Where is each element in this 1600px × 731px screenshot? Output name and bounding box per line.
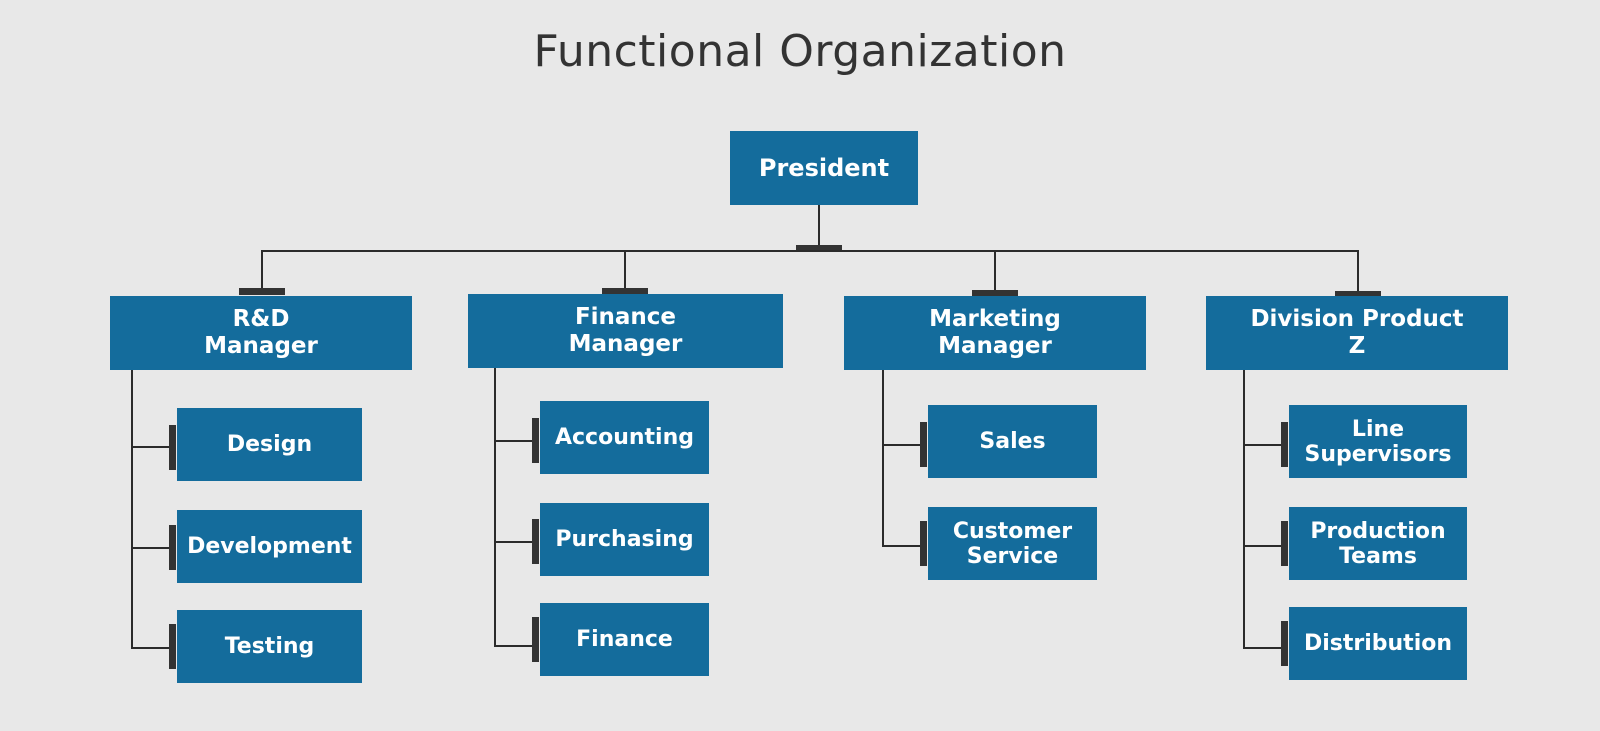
connector-drop-rnd <box>261 250 263 290</box>
connector-tab-division <box>1335 291 1381 298</box>
node-label: Customer Service <box>952 518 1073 569</box>
node-division-product-z: Division Product Z <box>1206 296 1508 370</box>
node-label: Development <box>187 534 352 559</box>
connector-president-trunk <box>818 205 820 250</box>
node-label: Finance Manager <box>568 304 683 357</box>
node-customer-service: Customer Service <box>928 507 1097 580</box>
connector-tab <box>920 422 927 467</box>
node-label: Distribution <box>1303 631 1453 656</box>
node-label: Marketing Manager <box>929 306 1061 359</box>
node-purchasing: Purchasing <box>540 503 709 576</box>
connector-drop-finance <box>624 250 626 290</box>
node-label: Purchasing <box>555 527 694 552</box>
connector-tab-rnd <box>239 288 285 295</box>
node-finance-manager: Finance Manager <box>468 294 783 368</box>
node-label: Production Teams <box>1310 518 1446 569</box>
node-finance: Finance <box>540 603 709 676</box>
connector-tab <box>1281 621 1288 666</box>
connector-tab-finance <box>602 288 648 295</box>
node-label: Division Product Z <box>1250 306 1464 359</box>
node-label: Line Supervisors <box>1304 416 1452 467</box>
connector-finance-purchasing <box>494 541 534 543</box>
node-president: President <box>730 131 918 205</box>
node-production-teams: Production Teams <box>1289 507 1467 580</box>
node-rnd-manager: R&D Manager <box>110 296 412 370</box>
diagram-title: Functional Organization <box>533 26 1067 77</box>
node-label: President <box>758 153 890 182</box>
connector-division-spine <box>1243 370 1245 648</box>
connector-division-line-supervisors <box>1243 444 1283 446</box>
node-label: Sales <box>979 429 1046 454</box>
node-distribution: Distribution <box>1289 607 1467 680</box>
connector-marketing-spine <box>882 370 884 547</box>
node-label: Finance <box>576 627 673 652</box>
connector-tab <box>1281 521 1288 566</box>
node-line-supervisors: Line Supervisors <box>1289 405 1467 478</box>
connector-horizontal-bar <box>261 250 1359 252</box>
connector-tab-marketing <box>972 290 1018 297</box>
connector-division-production-teams <box>1243 545 1283 547</box>
node-sales: Sales <box>928 405 1097 478</box>
connector-tab <box>920 521 927 566</box>
node-label: Testing <box>224 634 315 659</box>
node-label: R&D Manager <box>204 306 318 359</box>
node-label: Accounting <box>554 425 694 450</box>
connector-drop-marketing <box>994 250 996 290</box>
node-label: Design <box>226 432 313 457</box>
connector-rnd-spine <box>131 370 133 648</box>
connector-marketing-sales <box>882 444 922 446</box>
connector-rnd-design <box>131 446 171 448</box>
node-design: Design <box>177 408 362 481</box>
connector-drop-division <box>1357 250 1359 292</box>
node-testing: Testing <box>177 610 362 683</box>
node-marketing-manager: Marketing Manager <box>844 296 1146 370</box>
connector-tab <box>169 525 176 570</box>
connector-tab <box>1281 422 1288 467</box>
connector-tab <box>532 418 539 463</box>
connector-marketing-customer-service <box>882 545 922 547</box>
connector-finance-spine <box>494 368 496 646</box>
connector-finance-accounting <box>494 440 534 442</box>
connector-division-distribution <box>1243 647 1283 649</box>
connector-tab <box>532 617 539 662</box>
connector-rnd-testing <box>131 647 171 649</box>
node-development: Development <box>177 510 362 583</box>
connector-tab-president <box>796 245 842 252</box>
connector-finance-finance <box>494 645 534 647</box>
connector-rnd-development <box>131 547 171 549</box>
node-accounting: Accounting <box>540 401 709 474</box>
connector-tab <box>169 624 176 669</box>
connector-tab <box>169 425 176 470</box>
connector-tab <box>532 519 539 564</box>
